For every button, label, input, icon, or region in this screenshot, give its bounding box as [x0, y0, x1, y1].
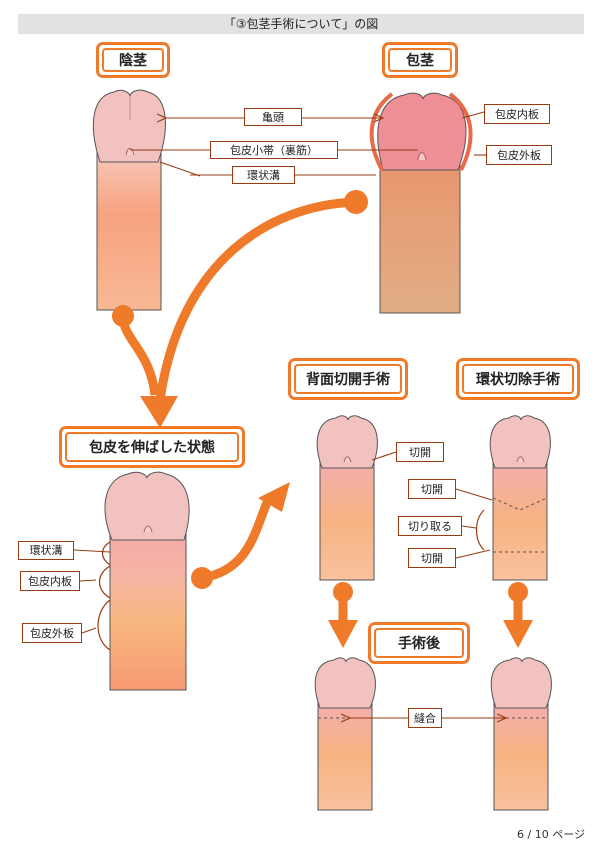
heading-circumcision: 環状切除手術	[456, 358, 580, 400]
stretched-penis-figure	[97, 471, 190, 691]
heading-stretched: 包皮を伸ばした状態	[59, 426, 245, 468]
heading-dorsal-slit: 背面切開手術	[288, 358, 408, 400]
label-incision-upper: 切開	[408, 479, 456, 499]
label-incision-lower: 切開	[408, 548, 456, 568]
label-cut-away: 切り取る	[398, 516, 462, 536]
heading-dorsal-slit-text: 背面切開手術	[294, 364, 402, 394]
heading-phimosis-text: 包茎	[388, 48, 452, 72]
label-inner-foreskin-left: 包皮内板	[20, 571, 80, 591]
phimosis-penis-figure	[369, 92, 473, 314]
page-title: 「③包茎手術について」の図	[18, 14, 584, 34]
label-glans: 亀頭	[244, 108, 302, 126]
heading-normal-text: 陰茎	[102, 48, 164, 72]
arrow-stretched-to-surgery	[191, 482, 290, 589]
label-inner-foreskin-top: 包皮内板	[484, 104, 550, 124]
heading-stretched-text: 包皮を伸ばした状態	[65, 432, 239, 462]
arrow-dorsal-to-postop	[328, 582, 358, 648]
label-coronal-sulcus: 環状溝	[232, 166, 295, 184]
postop-right-figure	[490, 657, 552, 811]
heading-normal: 陰茎	[96, 42, 170, 78]
arrow-circumcision-to-postop	[503, 582, 533, 648]
arrow-normal-to-stretched	[112, 305, 160, 396]
heading-post-op-text: 手術後	[374, 628, 464, 658]
heading-post-op: 手術後	[368, 622, 470, 664]
normal-penis-figure	[92, 89, 166, 311]
dorsal-slit-figure	[316, 415, 378, 581]
label-incision-dorsal: 切開	[396, 442, 444, 462]
label-coronal-sulcus-left: 環状溝	[18, 541, 74, 560]
label-outer-foreskin-top: 包皮外板	[486, 145, 552, 165]
arrow-phimosis-to-stretched	[140, 190, 368, 428]
postop-left-figure	[314, 657, 376, 811]
label-suture: 縫合	[408, 708, 442, 728]
page-footer: 6 / 10 ページ	[517, 828, 585, 841]
label-outer-foreskin-left: 包皮外板	[22, 623, 82, 643]
heading-phimosis: 包茎	[382, 42, 458, 78]
label-frenulum: 包皮小帯（裏筋）	[210, 141, 338, 159]
heading-circumcision-text: 環状切除手術	[462, 364, 574, 394]
leader-lines	[73, 111, 506, 718]
circumcision-figure	[475, 415, 551, 581]
